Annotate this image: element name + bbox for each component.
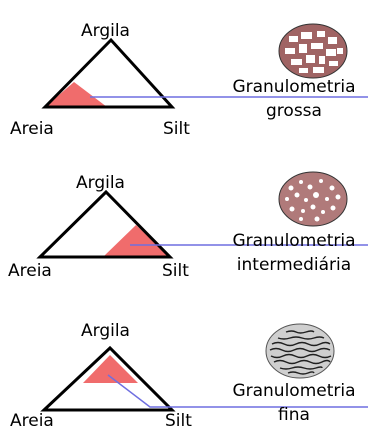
shaded-region xyxy=(103,225,170,257)
left-corner-label: Areia xyxy=(10,120,54,138)
right-corner-label: Silt xyxy=(165,412,192,430)
caption-title: Granulometria xyxy=(214,381,374,401)
panel-coarse: Argila Areia Silt Granulometria grossa xyxy=(0,0,374,140)
soil-fine-sample xyxy=(264,322,336,380)
left-corner-label: Areia xyxy=(10,412,54,430)
panel-medium: Argila Areia Silt Granulometria intermed… xyxy=(0,150,374,290)
caption-subtitle: grossa xyxy=(214,101,374,121)
right-corner-label: Silt xyxy=(162,262,189,280)
apex-label: Argila xyxy=(76,174,125,192)
panel-fine: Argila Areia Silt Granulometria fina xyxy=(0,300,374,440)
caption-subtitle: fina xyxy=(214,405,374,425)
caption-title: Granulometria xyxy=(214,231,374,251)
soil-coarse-sample xyxy=(277,22,349,80)
caption-subtitle: intermediária xyxy=(214,255,374,275)
right-corner-label: Silt xyxy=(163,120,190,138)
shaded-region xyxy=(45,82,107,107)
soil-medium-sample xyxy=(277,170,349,228)
apex-label: Argila xyxy=(81,22,130,40)
apex-label: Argila xyxy=(81,322,130,340)
caption-title: Granulometria xyxy=(214,77,374,97)
left-corner-label: Areia xyxy=(8,262,52,280)
